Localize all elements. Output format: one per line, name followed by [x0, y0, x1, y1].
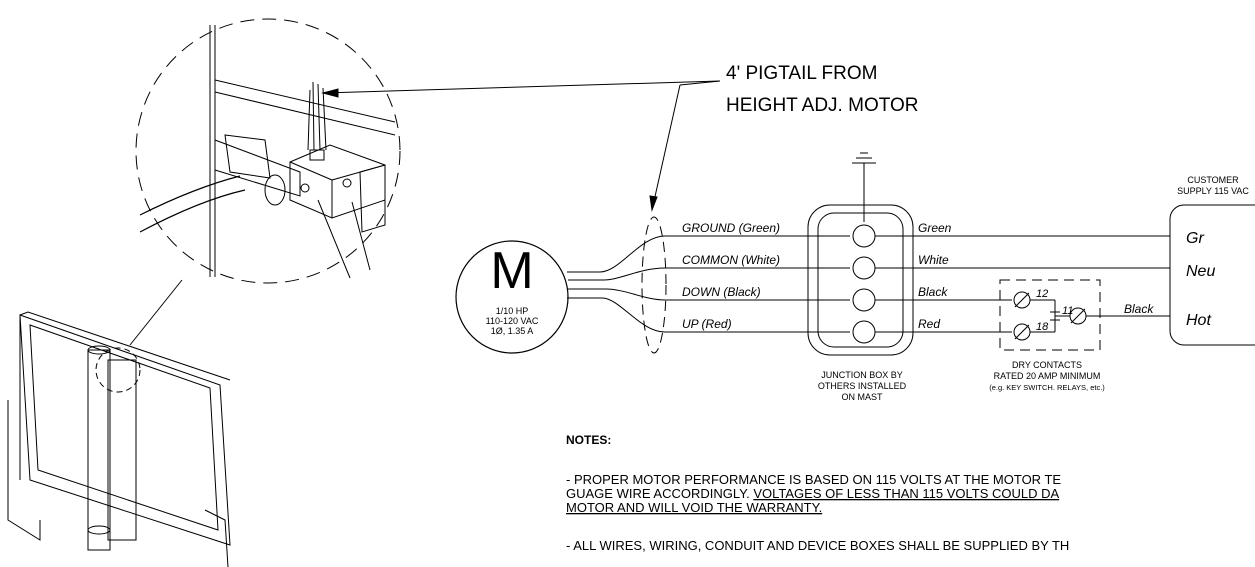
svg-text:(e.g. KEY SWITCH. RELAYS, etc.: (e.g. KEY SWITCH. RELAYS, etc.) — [989, 383, 1105, 392]
svg-text:JUNCTION BOX BY: JUNCTION BOX BY — [821, 370, 903, 380]
wire-labels: GROUND (Green) COMMON (White) DOWN (Blac… — [682, 221, 780, 331]
output-wires — [875, 235, 1170, 333]
svg-text:Red: Red — [918, 317, 940, 331]
svg-text:Black: Black — [1124, 302, 1154, 316]
backboard-assembly — [7, 311, 231, 567]
output-wire-labels: Green White Black Red Black — [918, 221, 1154, 331]
supply-neutral: Neu — [1186, 263, 1215, 280]
motor-voltage: 110-120 VAC — [486, 316, 539, 326]
contact-18: 18 — [1036, 321, 1049, 333]
motor-symbol: M — [490, 242, 533, 300]
motor-hp: 1/10 HP — [496, 306, 529, 316]
supply-hot: Hot — [1186, 312, 1211, 329]
junction-box-label: JUNCTION BOX BY OTHERS INSTALLED ON MAST — [818, 370, 907, 402]
dry-contacts-labels: 12 11 18 DRY CONTACTS RATED 20 AMP MINIM… — [989, 288, 1105, 392]
note-1-line-3: MOTOR AND WILL VOID THE WARRANTY. — [566, 500, 822, 515]
wire-down-label: DOWN (Black) — [682, 285, 761, 299]
contact-12: 12 — [1036, 288, 1048, 300]
svg-text:CUSTOMER: CUSTOMER — [1187, 175, 1239, 185]
note-2: - ALL WIRES, WIRING, CONDUIT AND DEVICE … — [566, 538, 1069, 553]
pigtail-callout: 4' PIGTAIL FROM HEIGHT ADJ. MOTOR — [726, 63, 919, 116]
callout-leaders — [321, 80, 721, 212]
note-1-line-1: - PROPER MOTOR PERFORMANCE IS BASED ON 1… — [566, 472, 1061, 487]
wire-up-label: UP (Red) — [682, 317, 732, 331]
svg-text:RATED 20 AMP MINIMUM: RATED 20 AMP MINIMUM — [994, 371, 1101, 381]
svg-text:Black: Black — [918, 285, 948, 299]
svg-text:ON MAST: ON MAST — [841, 392, 883, 402]
wire-ground-label: GROUND (Green) — [682, 221, 780, 235]
wire-common-label: COMMON (White) — [682, 253, 780, 267]
junction-box — [807, 204, 914, 356]
dry-contacts — [999, 279, 1163, 351]
svg-text:Green: Green — [918, 221, 952, 235]
contact-11: 11 — [1062, 305, 1073, 317]
note-1-line-2: GUAGE WIRE ACCORDINGLY. VOLTAGES OF LESS… — [566, 486, 1060, 501]
pigtail-bundle — [567, 216, 850, 354]
supply-ground: Gr — [1186, 230, 1204, 247]
customer-supply: CUSTOMER SUPPLY 115 VAC Gr Neu Hot — [1169, 175, 1255, 346]
svg-text:HEIGHT ADJ. MOTOR: HEIGHT ADJ. MOTOR — [726, 95, 919, 116]
motor: M 1/10 HP 110-120 VAC 1Ø, 1.35 A — [455, 240, 569, 354]
notes-heading: NOTES: — [566, 433, 611, 447]
svg-text:DRY CONTACTS: DRY CONTACTS — [1012, 360, 1082, 370]
svg-text:4' PIGTAIL FROM: 4' PIGTAIL FROM — [726, 63, 877, 84]
detail-circle — [129, 18, 401, 346]
ground-symbol-icon — [852, 152, 876, 222]
svg-text:White: White — [918, 253, 949, 267]
svg-text:SUPPLY 115 VAC: SUPPLY 115 VAC — [1177, 186, 1249, 196]
notes: NOTES: - PROPER MOTOR PERFORMANCE IS BAS… — [566, 433, 1069, 553]
svg-text:OTHERS INSTALLED: OTHERS INSTALLED — [818, 381, 907, 391]
motor-phase: 1Ø, 1.35 A — [491, 326, 534, 336]
